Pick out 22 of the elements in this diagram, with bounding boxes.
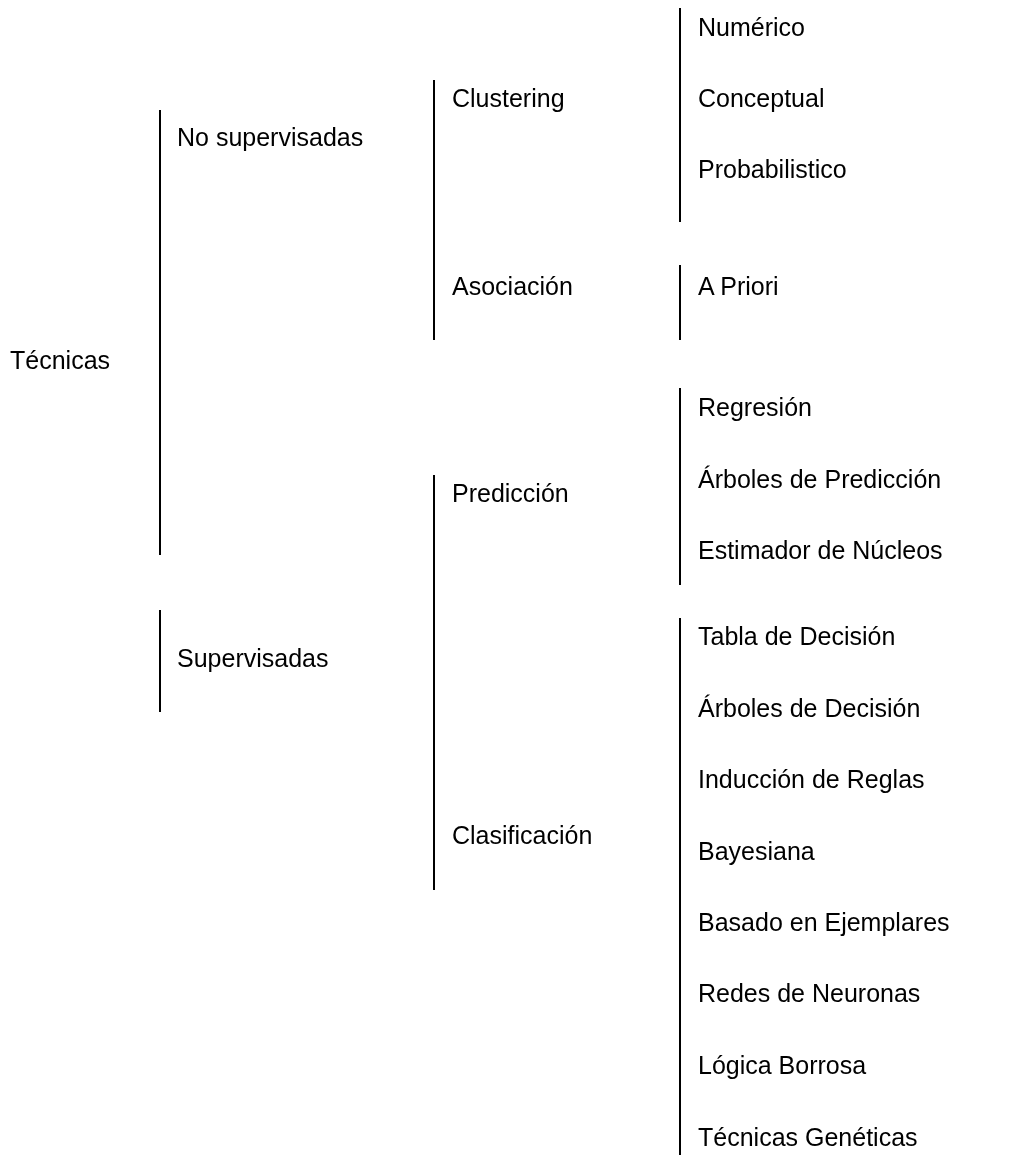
category-label: Árboles de Predicción [698, 464, 942, 494]
category-label: Estimador de Núcleos [698, 535, 943, 565]
category-label: Inducción de Reglas [698, 764, 925, 794]
category-label: Predicción [452, 478, 569, 508]
category-label: Basado en Ejemplares [698, 907, 950, 937]
category-label: Numérico [698, 12, 805, 42]
category-label: Conceptual [698, 83, 825, 113]
category-label: A Priori [698, 271, 779, 301]
category-label: Lógica Borrosa [698, 1050, 867, 1080]
category-label: Redes de Neuronas [698, 978, 921, 1008]
category-label: Clasificación [452, 820, 593, 850]
category-label: Regresión [698, 392, 812, 422]
category-label: No supervisadas [177, 122, 364, 152]
category-label: Técnicas Genéticas [698, 1122, 918, 1152]
category-label: Tabla de Decisión [698, 621, 896, 651]
category-label: Técnicas [10, 345, 111, 375]
category-label: Árboles de Decisión [698, 693, 921, 723]
category-label: Asociación [452, 271, 573, 301]
category-label: Probabilistico [698, 154, 847, 184]
category-label: Bayesiana [698, 836, 815, 866]
category-label: Clustering [452, 83, 565, 113]
category-label: Supervisadas [177, 643, 329, 673]
